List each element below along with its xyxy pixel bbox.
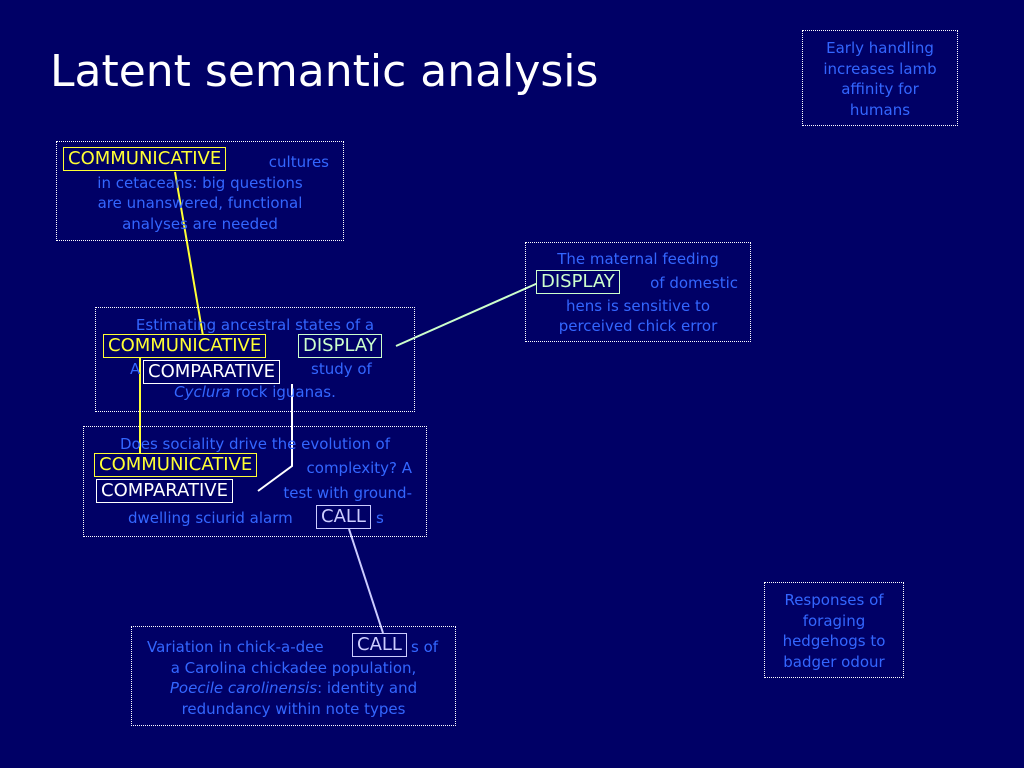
doc-text: analyses are needed bbox=[122, 214, 278, 233]
link-communicative-1-2 bbox=[174, 171, 204, 337]
doc-text: perceived chick error bbox=[558, 317, 718, 335]
doc-text: humans bbox=[849, 100, 911, 119]
doc-maternal-feeding: The maternal feeding of domestic hens is… bbox=[525, 242, 751, 342]
doc-text: Does sociality drive the evolution of bbox=[119, 435, 391, 453]
doc-text: a Carolina chickadee population, bbox=[170, 658, 417, 677]
doc-cetaceans-cultures: cultures in cetaceans: big questions are… bbox=[56, 141, 344, 241]
keyword-comparative: COMPARATIVE bbox=[96, 479, 233, 503]
doc-text: cultures bbox=[268, 153, 329, 171]
keyword-comparative: COMPARATIVE bbox=[143, 360, 280, 384]
doc-text: badger odour bbox=[783, 652, 885, 671]
doc-text: A bbox=[130, 360, 141, 378]
doc-text: hens is sensitive to bbox=[565, 296, 711, 315]
doc-text: increases lamb bbox=[823, 59, 937, 78]
doc-text: redundancy within note types bbox=[181, 699, 406, 718]
keyword-call: CALL bbox=[352, 633, 407, 657]
doc-lamb-affinity: Early handling increases lamb affinity f… bbox=[802, 30, 958, 126]
doc-text: test with ground- bbox=[283, 483, 412, 502]
doc-hedgehogs-badger: Responses of foraging hedgehogs to badge… bbox=[764, 582, 904, 678]
keyword-communicative: COMMUNICATIVE bbox=[63, 147, 227, 171]
doc-text: affinity for bbox=[841, 80, 919, 98]
doc-chickadee-calls: Variation in chick-a-dee s of a Carolina … bbox=[131, 626, 456, 726]
doc-text-italic: Cyclura bbox=[174, 383, 231, 401]
doc-text: The maternal feeding bbox=[557, 250, 719, 268]
keyword-communicative: COMMUNICATIVE bbox=[103, 334, 267, 358]
link-display-2-5 bbox=[395, 282, 539, 347]
doc-text: Responses of bbox=[784, 591, 884, 609]
doc-text: rock iguanas. bbox=[230, 383, 336, 401]
doc-text: foraging bbox=[802, 611, 866, 630]
doc-text: study of bbox=[311, 360, 372, 378]
doc-text: hedgehogs to bbox=[782, 632, 886, 650]
link-call-3-4 bbox=[348, 528, 384, 634]
doc-text: Estimating ancestral states of a bbox=[135, 316, 375, 334]
keyword-communicative: COMMUNICATIVE bbox=[94, 453, 258, 477]
doc-text: are unanswered, functional bbox=[97, 194, 303, 212]
doc-text: of domestic bbox=[650, 273, 738, 292]
doc-text-italic: Poecile carolinensis bbox=[169, 679, 318, 697]
doc-text: Variation in chick-a-dee bbox=[147, 638, 324, 656]
slide-title: Latent semantic analysis bbox=[50, 46, 599, 97]
doc-text: s of bbox=[411, 638, 439, 656]
keyword-display: DISPLAY bbox=[298, 334, 382, 358]
doc-text: Early handling bbox=[826, 39, 934, 57]
keyword-display: DISPLAY bbox=[536, 270, 620, 294]
doc-text: : identity and bbox=[317, 679, 418, 697]
keyword-call: CALL bbox=[316, 505, 371, 529]
doc-text: in cetaceans: big questions bbox=[97, 173, 303, 192]
doc-sciurid-alarm-calls: Does sociality drive the evolution of co… bbox=[83, 426, 427, 537]
doc-text: s bbox=[376, 508, 384, 527]
doc-text: dwelling sciurid alarm bbox=[128, 508, 293, 527]
doc-text: complexity? A bbox=[306, 458, 412, 477]
